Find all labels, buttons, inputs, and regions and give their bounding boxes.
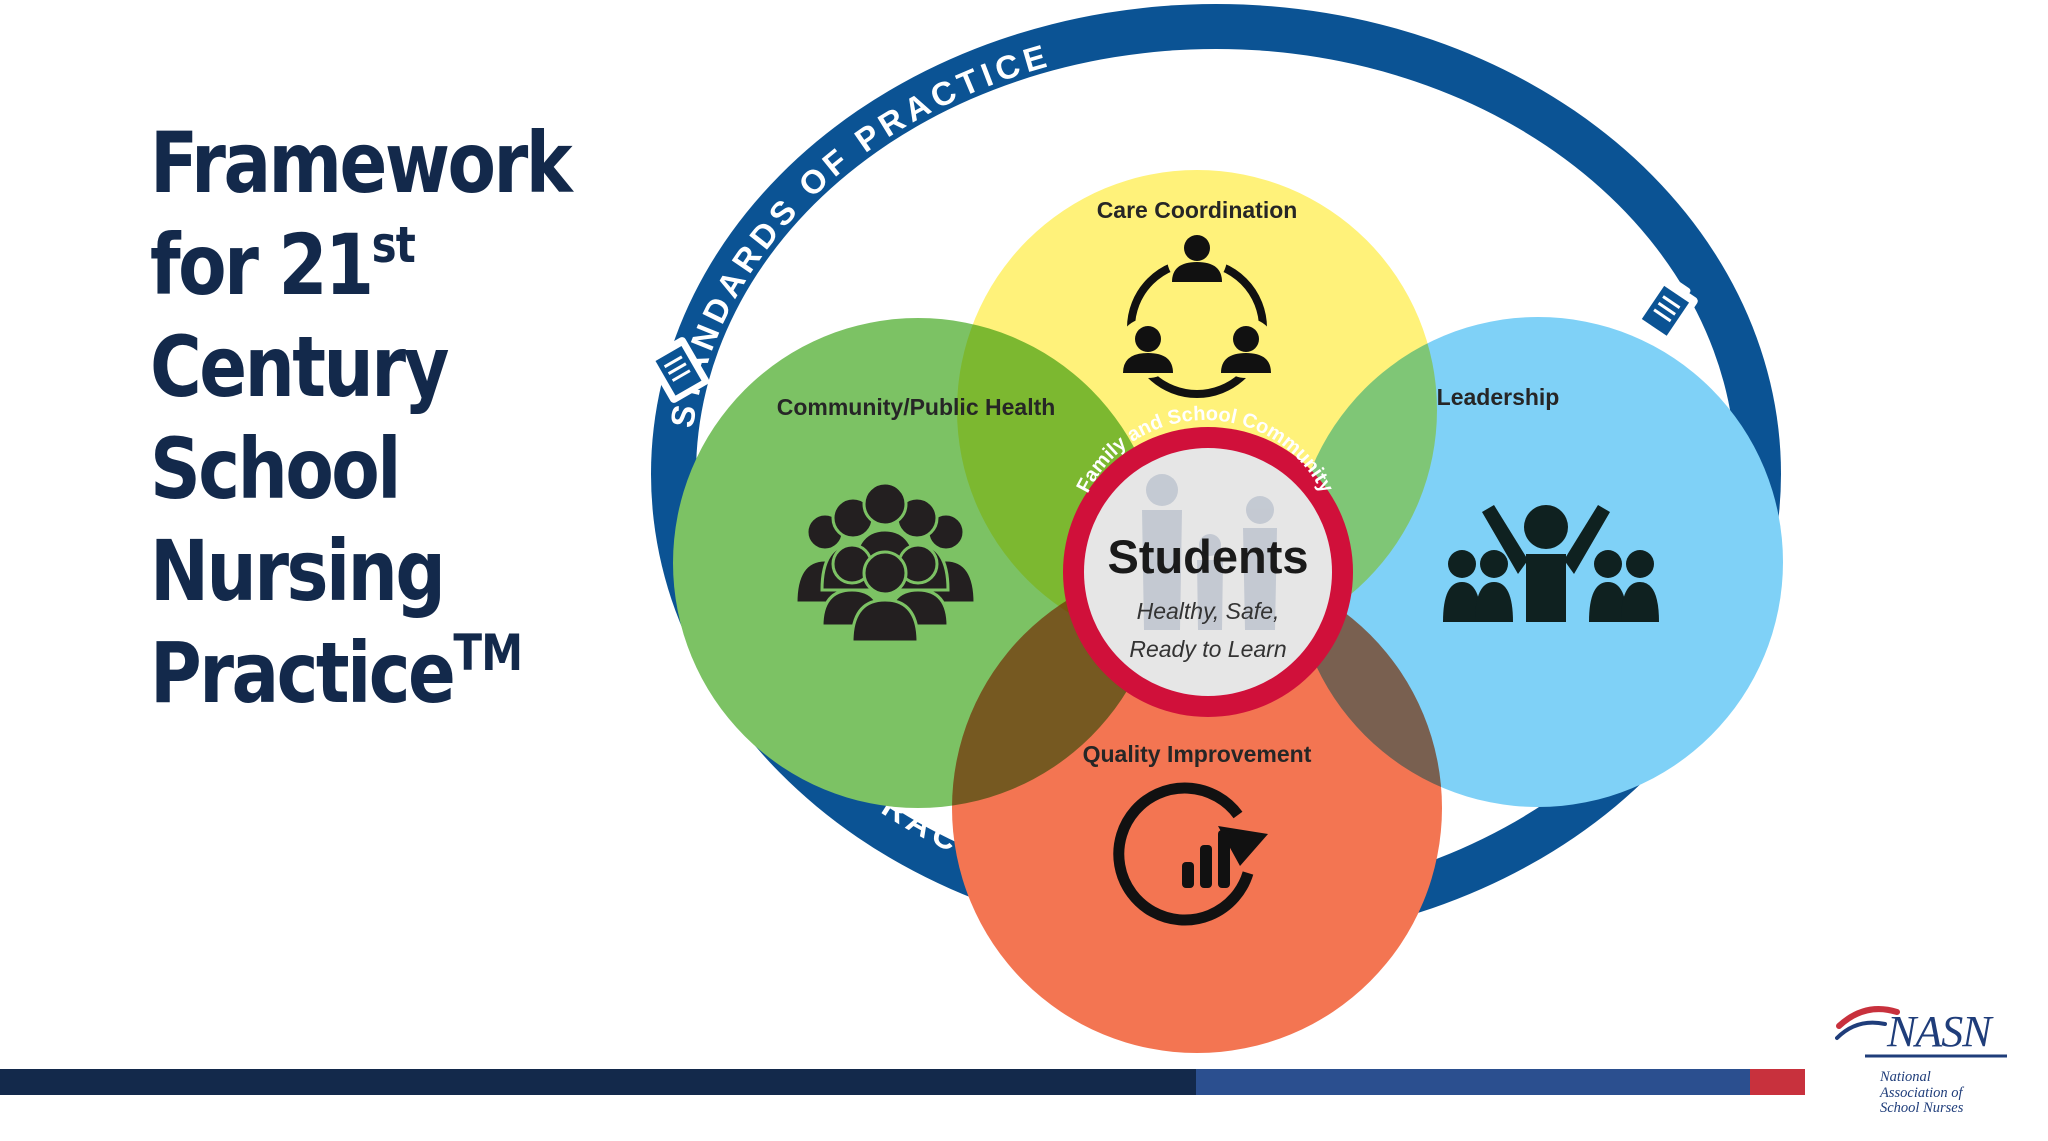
family-silhouette-icon xyxy=(1142,474,1277,630)
quality-improvement-label: Quality Improvement xyxy=(1083,741,1312,767)
community-health-label: Community/Public Health xyxy=(777,394,1056,420)
title-line-4: School xyxy=(150,420,401,518)
title-superscript-tm: TM xyxy=(453,624,523,682)
footer-bar-red xyxy=(1750,1069,1805,1095)
title-line-5: Nursing xyxy=(150,522,446,620)
quality-improvement-circle xyxy=(952,563,1442,1053)
title-line-3: Century xyxy=(150,318,450,416)
chart-cycle-icon xyxy=(1113,782,1268,926)
footer-bar-blue xyxy=(1196,1069,1750,1095)
students-title: Students xyxy=(1107,530,1308,583)
leadership-label: Leadership xyxy=(1437,384,1560,410)
nasn-subtitle: National Association of School Nurses xyxy=(1880,1069,1964,1116)
nasn-wordmark: NASN xyxy=(1887,1007,1992,1056)
nasn-swoosh-icon xyxy=(1835,1006,2007,1058)
framework-diagram: STANDARDS OF PRACTICE STANDARDS OF PRACT… xyxy=(646,4,1783,1053)
title-superscript-st: st xyxy=(371,216,416,274)
clipboard-icon xyxy=(1634,276,1698,344)
title-line-2: for 21st xyxy=(150,216,416,314)
clipboard-icon xyxy=(646,337,710,403)
team-circle-icon xyxy=(1118,228,1276,398)
title-line-6: PracticeTM xyxy=(150,624,523,722)
students-center: Family and School Community Students Hea… xyxy=(1063,403,1353,717)
nasn-logo: NASN National Association of School Nurs… xyxy=(1835,1000,2010,1120)
slide-title: Framework for 21st Century School Nursin… xyxy=(150,112,587,724)
students-subtitle-line-1: Healthy, Safe, xyxy=(1137,598,1280,624)
students-subtitle-line-2: Ready to Learn xyxy=(1129,636,1286,662)
footer-bar-navy xyxy=(0,1069,1196,1095)
title-line-1: Framework xyxy=(150,114,573,212)
leader-icon xyxy=(1443,505,1659,622)
care-coordination-label: Care Coordination xyxy=(1097,197,1298,223)
crowd-icon xyxy=(794,481,977,644)
